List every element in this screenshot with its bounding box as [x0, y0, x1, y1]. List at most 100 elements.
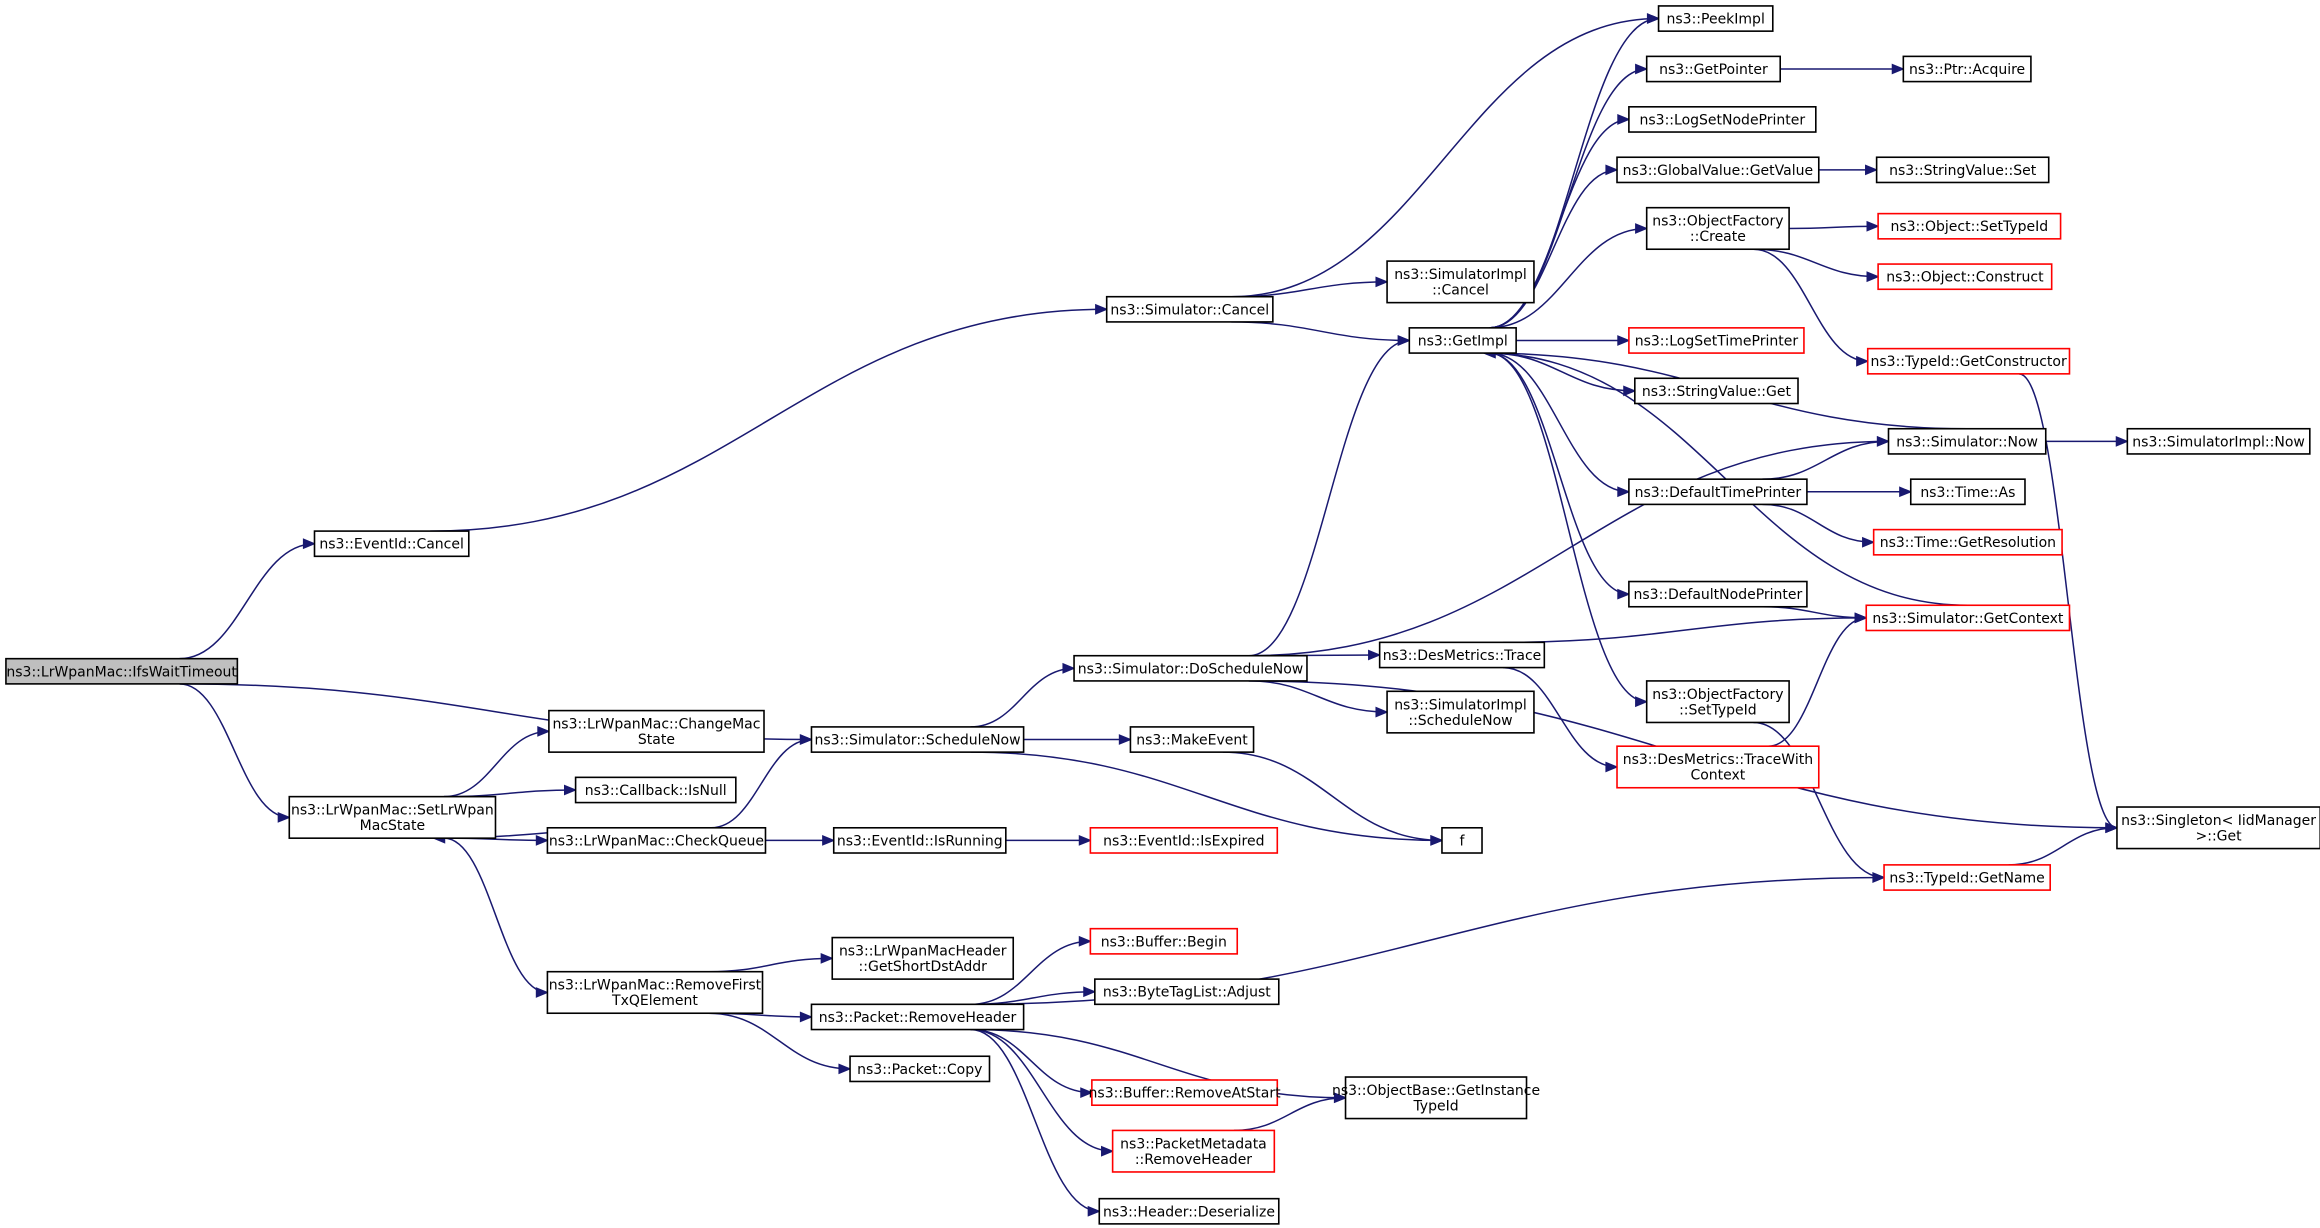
- node-label: ns3::DefaultNodePrinter: [1634, 587, 1803, 603]
- node-box: [5, 657, 239, 685]
- node-box: [1645, 680, 1790, 724]
- node-box: [1089, 826, 1279, 854]
- node-stringvalue-get[interactable]: ns3::StringValue::Get: [1634, 377, 1799, 405]
- node-object-construct[interactable]: ns3::Object::Construct: [1877, 263, 2053, 291]
- node-typeid-getconstructor[interactable]: ns3::TypeId::GetConstructor: [1866, 347, 2071, 375]
- node-label: ::ScheduleNow: [1408, 713, 1512, 729]
- node-box: [2126, 427, 2311, 455]
- node-ifs-wait-timeout[interactable]: ns3::LrWpanMac::IfsWaitTimeout: [5, 657, 239, 685]
- node-simulatorimpl-cancel[interactable]: ns3::SimulatorImpl::Cancel: [1386, 260, 1535, 304]
- node-label: ::Cancel: [1432, 283, 1489, 299]
- node-globalvalue-getvalue[interactable]: ns3::GlobalValue::GetValue: [1616, 156, 1820, 184]
- node-time-as[interactable]: ns3::Time::As: [1909, 478, 2026, 506]
- node-desmetrics-trace[interactable]: ns3::DesMetrics::Trace: [1378, 641, 1546, 669]
- call-edge-n30-n24: [970, 662, 1076, 728]
- call-edge-n43-n41: [708, 952, 834, 973]
- node-label: State: [638, 732, 675, 748]
- node-logsettimeprinter[interactable]: ns3::LogSetTimePrinter: [1628, 327, 1805, 354]
- node-objectfactory-create[interactable]: ns3::ObjectFactory::Create: [1645, 206, 1790, 251]
- call-edge-n28-n23: [1768, 612, 1868, 747]
- node-simulator-cancel[interactable]: ns3::Simulator::Cancel: [1105, 295, 1274, 323]
- node-label: ns3::EventId::Cancel: [319, 537, 464, 553]
- node-header-deserialize[interactable]: ns3::Header::Deserialize: [1098, 1197, 1280, 1225]
- node-time-getresolution[interactable]: ns3::Time::GetResolution: [1872, 528, 2063, 556]
- node-label: ns3::DesMetrics::TraceWith: [1623, 752, 1813, 768]
- node-simulator-schedulenow[interactable]: ns3::Simulator::ScheduleNow: [810, 726, 1025, 753]
- node-buffer-begin[interactable]: ns3::Buffer::Begin: [1089, 927, 1239, 955]
- node-box: [1073, 654, 1308, 682]
- node-simulator-getcontext[interactable]: ns3::Simulator::GetContext: [1865, 604, 2071, 632]
- call-edge-n19-n21: [1762, 503, 1876, 548]
- node-simulatorimpl-now[interactable]: ns3::SimulatorImpl::Now: [2126, 427, 2311, 455]
- node-defaultnodeprinter[interactable]: ns3::DefaultNodePrinter: [1628, 580, 1808, 608]
- node-getpointer[interactable]: ns3::GetPointer: [1645, 55, 1782, 83]
- node-stringvalue-set[interactable]: ns3::StringValue::Set: [1875, 156, 2050, 184]
- node-label: ns3::GetPointer: [1659, 62, 1768, 78]
- node-label: f: [1460, 833, 1466, 849]
- node-simulator-doschedulenow[interactable]: ns3::Simulator::DoScheduleNow: [1073, 654, 1308, 682]
- node-bytetaglist-adjust[interactable]: ns3::ByteTagList::Adjust: [1094, 978, 1280, 1006]
- node-callback-isnull[interactable]: ns3::Callback::IsNull: [574, 776, 737, 804]
- node-checkqueue[interactable]: ns3::LrWpanMac::CheckQueue: [546, 826, 767, 854]
- node-getshortdstaddr[interactable]: ns3::LrWpanMacHeader::GetShortDstAddr: [831, 936, 1015, 980]
- node-defaulttimeprinter[interactable]: ns3::DefaultTimePrinter: [1628, 478, 1808, 506]
- node-buffer-removeatstart[interactable]: ns3::Buffer::RemoveAtStart: [1089, 1079, 1282, 1107]
- node-eventid-isexpired[interactable]: ns3::EventId::IsExpired: [1089, 826, 1279, 854]
- call-edge-n1-n2: [430, 303, 1109, 532]
- node-box: [810, 1003, 1025, 1031]
- node-box: [832, 826, 1007, 854]
- node-label: ns3::Header::Deserialize: [1103, 1204, 1275, 1220]
- node-label: ns3::Time::GetResolution: [1880, 535, 2056, 551]
- node-box: [1877, 212, 2062, 240]
- node-box: [1877, 263, 2053, 291]
- node-simulatorimpl-schedulenow[interactable]: ns3::SimulatorImpl::ScheduleNow: [1386, 690, 1535, 734]
- node-label: ns3::StringValue::Get: [1642, 384, 1792, 400]
- node-label: ns3::EventId::IsRunning: [837, 833, 1003, 849]
- node-box: [1129, 726, 1255, 753]
- node-typeid-getname[interactable]: ns3::TypeId::GetName: [1883, 864, 2051, 891]
- node-label: ::Create: [1690, 229, 1746, 245]
- node-getimpl[interactable]: ns3::GetImpl: [1408, 327, 1517, 354]
- node-label: ns3::LrWpanMacHeader: [839, 944, 1007, 960]
- node-packetmetadata-removeheader[interactable]: ns3::PacketMetadata::RemoveHeader: [1111, 1129, 1276, 1173]
- node-label: ns3::StringValue::Set: [1889, 163, 2037, 179]
- node-label: ns3::ObjectFactory: [1652, 687, 1783, 703]
- node-logsetnodeprinter[interactable]: ns3::LogSetNodePrinter: [1628, 106, 1817, 133]
- node-box: [288, 795, 497, 839]
- node-label: ns3::Object::SetTypeId: [1890, 219, 2048, 235]
- node-ptr-acquire[interactable]: ns3::Ptr::Acquire: [1902, 55, 2032, 83]
- node-box: [1872, 528, 2063, 556]
- node-box: [1111, 1129, 1276, 1173]
- node-objectfactory-settypeid[interactable]: ns3::ObjectFactory::SetTypeId: [1645, 680, 1790, 724]
- node-singleton-get[interactable]: ns3::Singleton< IidManager>::Get: [2116, 806, 2320, 850]
- node-box: [548, 709, 765, 753]
- node-f-function[interactable]: f: [1441, 826, 1483, 854]
- node-simulator-now[interactable]: ns3::Simulator::Now: [1887, 427, 2047, 455]
- node-box: [1378, 641, 1546, 669]
- call-edge-n48-n47: [1233, 1092, 1348, 1132]
- node-box: [1098, 1197, 1280, 1225]
- node-eventid-isrunning[interactable]: ns3::EventId::IsRunning: [832, 826, 1007, 854]
- node-label: ns3::LrWpanMac::IfsWaitTimeout: [6, 664, 237, 680]
- node-box: [1616, 156, 1820, 184]
- node-makeevent[interactable]: ns3::MakeEvent: [1129, 726, 1255, 753]
- node-label: ns3::SimulatorImpl: [1394, 697, 1527, 713]
- node-object-settypeid[interactable]: ns3::Object::SetTypeId: [1877, 212, 2062, 240]
- call-edge-n24-n27: [1248, 680, 1389, 718]
- call-edge-n24-n17: [1248, 435, 1891, 657]
- node-label: >::Get: [2196, 829, 2243, 845]
- node-box: [1091, 1079, 1279, 1107]
- node-eventid-cancel[interactable]: ns3::EventId::Cancel: [313, 530, 470, 558]
- node-label: ns3::Simulator::DoScheduleNow: [1078, 661, 1303, 677]
- node-box: [1105, 295, 1274, 323]
- node-packet-copy[interactable]: ns3::Packet::Copy: [849, 1055, 991, 1083]
- node-label: ns3::Simulator::ScheduleNow: [814, 733, 1020, 749]
- node-peekimpl[interactable]: ns3::PeekImpl: [1657, 5, 1774, 32]
- node-box: [1887, 427, 2047, 455]
- node-packet-removeheader[interactable]: ns3::Packet::RemoveHeader: [810, 1003, 1025, 1031]
